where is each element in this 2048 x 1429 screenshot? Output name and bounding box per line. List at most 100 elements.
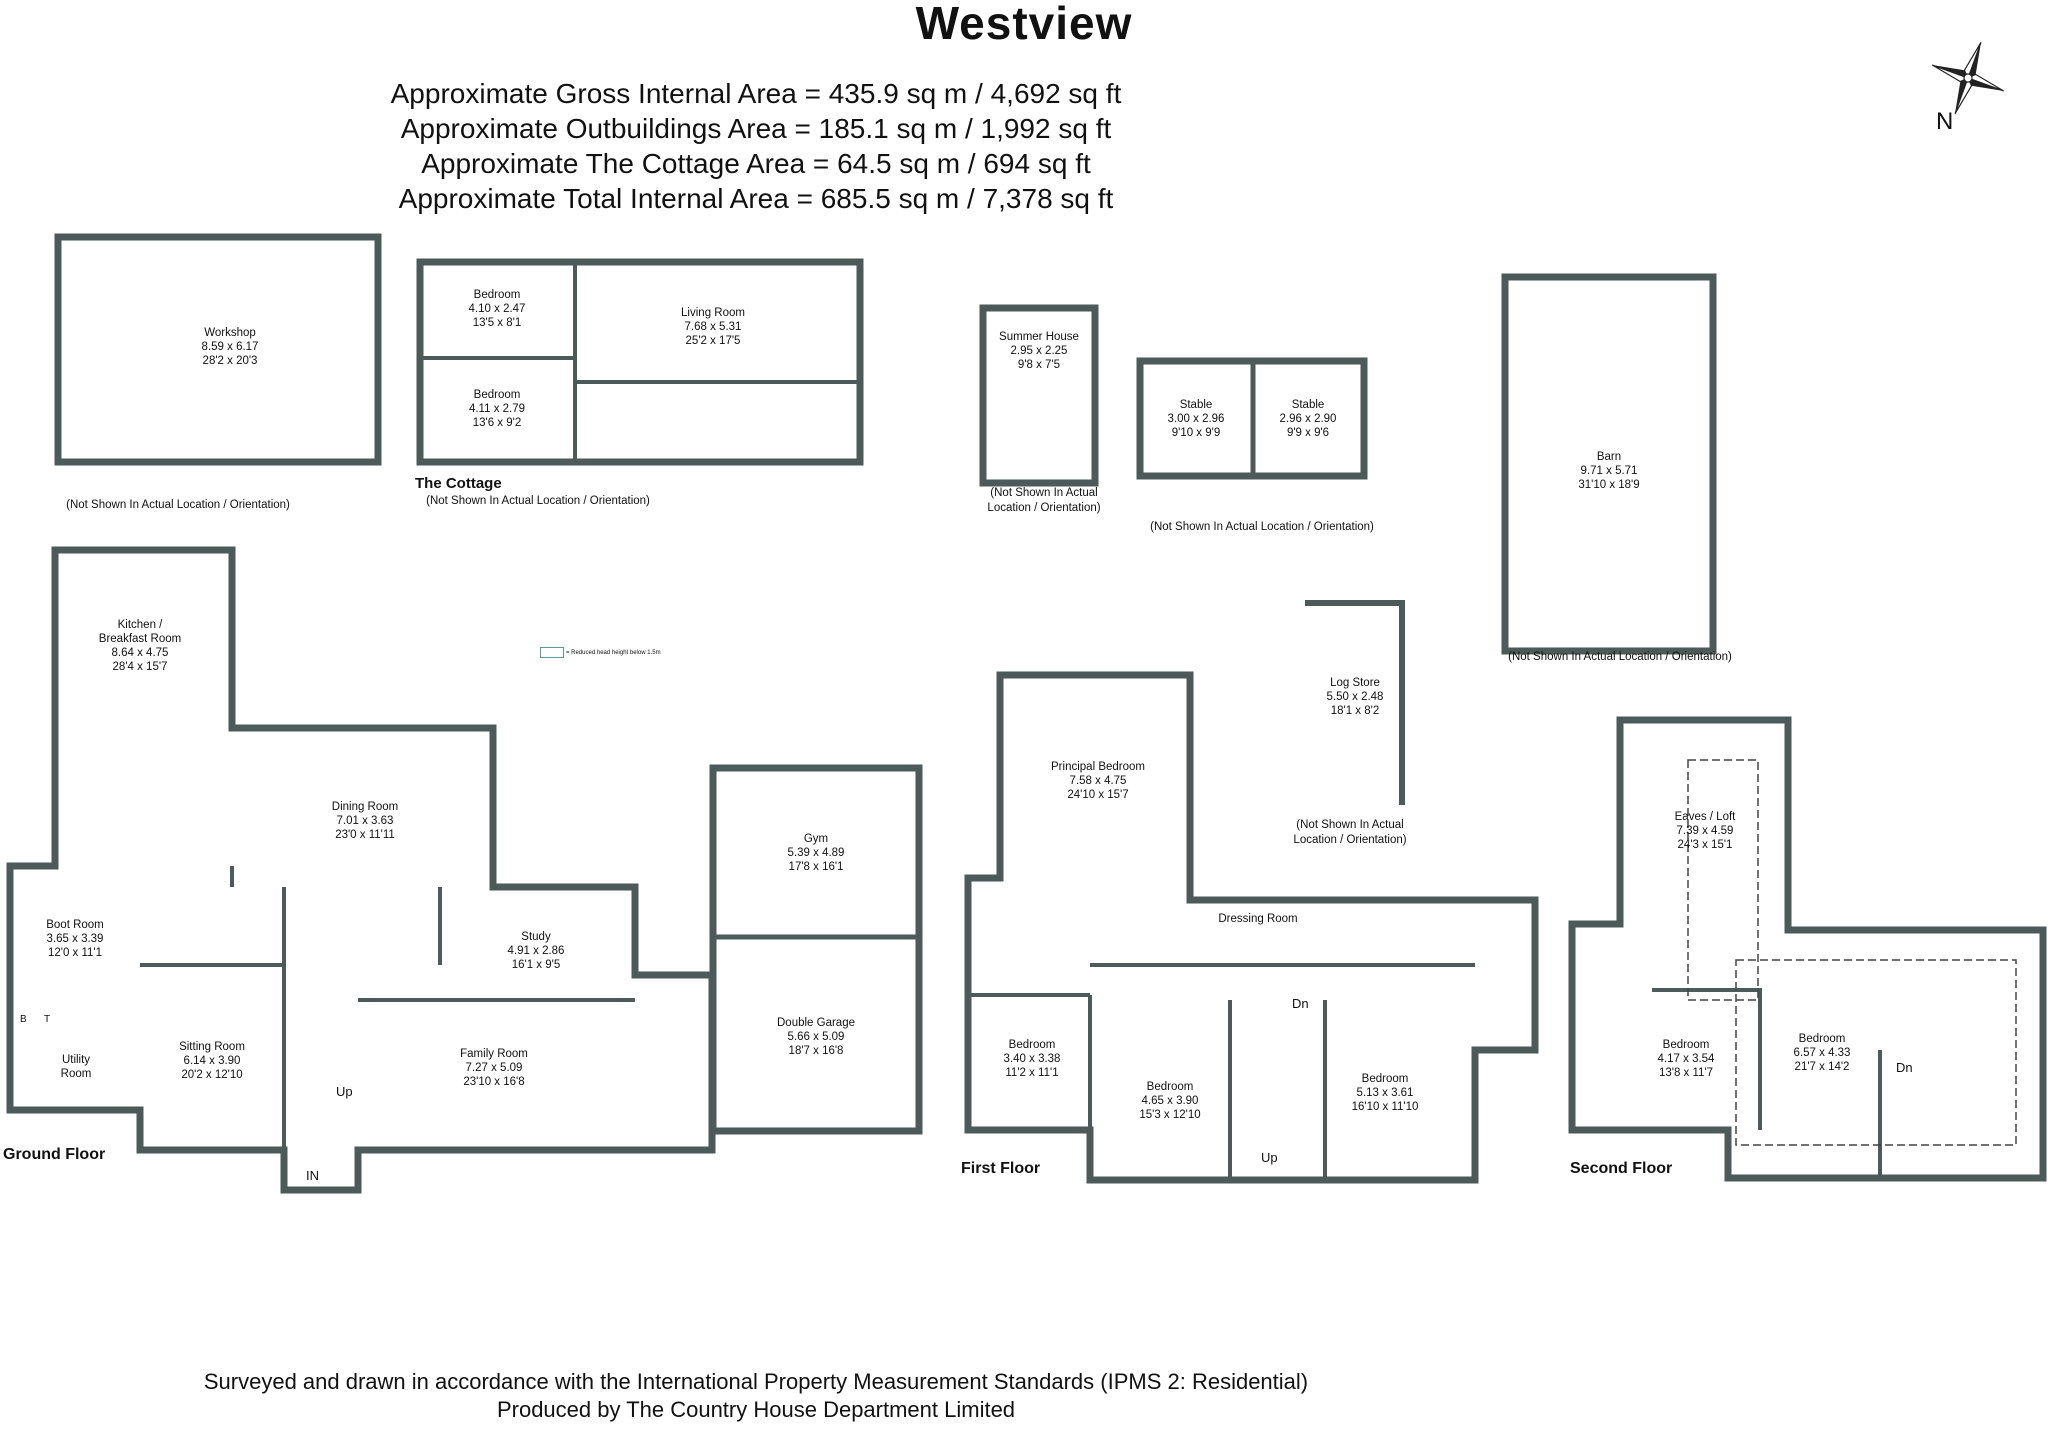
room-principal-bedroom: Principal Bedroom 7.58 x 4.75 24'10 x 15… xyxy=(1051,760,1145,802)
cottage-walls xyxy=(416,258,864,466)
tank-mark: T xyxy=(44,1014,51,1025)
room-imperial: 16'10 x 11'10 xyxy=(1351,1101,1419,1113)
room-imperial: 25'2 x 17'5 xyxy=(685,335,741,347)
room-metric: 3.65 x 3.39 xyxy=(46,933,104,945)
room-imperial: 18'1 x 8'2 xyxy=(1330,705,1380,717)
room-imperial: 13'8 x 11'7 xyxy=(1658,1067,1714,1079)
second-floor-walls xyxy=(1568,716,2047,1182)
room-metric: 5.39 x 4.89 xyxy=(787,847,845,859)
room-name: Bedroom xyxy=(1662,1039,1710,1051)
room-imperial: 18'7 x 16'8 xyxy=(788,1045,844,1057)
room-second-bedroom-b: Bedroom 6.57 x 4.33 21'7 x 14'2 xyxy=(1794,1032,1851,1074)
room-name: Gym xyxy=(803,833,829,845)
room-metric: 8.64 x 4.75 xyxy=(111,647,169,659)
note-line: Location / Orientation) xyxy=(1293,834,1407,846)
room-metric: 4.91 x 2.86 xyxy=(507,945,565,957)
room-imperial: 31'10 x 18'9 xyxy=(1578,479,1640,491)
room-metric: 4.10 x 2.47 xyxy=(468,303,526,315)
room-metric: 3.40 x 3.38 xyxy=(1003,1053,1061,1065)
room-imperial: 28'4 x 15'7 xyxy=(112,661,168,673)
room-name: Summer House xyxy=(999,331,1079,343)
room-name: Bedroom xyxy=(1361,1073,1409,1085)
room-metric: 5.50 x 2.48 xyxy=(1326,691,1384,703)
room-name: Double Garage xyxy=(777,1017,855,1029)
room-metric: 2.96 x 2.90 xyxy=(1279,413,1337,425)
room-name: Room xyxy=(60,1068,92,1080)
room-name: Bedroom xyxy=(473,289,521,301)
room-family: Family Room 7.27 x 5.09 23'10 x 16'8 xyxy=(460,1047,528,1089)
compass-icon xyxy=(1931,41,2005,115)
room-name: Boot Room xyxy=(46,919,104,931)
room-log-store: Log Store 5.50 x 2.48 18'1 x 8'2 xyxy=(1327,676,1384,718)
compass-north-label: N xyxy=(1936,108,1954,135)
cottage-location-note: (Not Shown In Actual Location / Orientat… xyxy=(426,495,650,507)
room-name: Workshop xyxy=(204,327,256,339)
log-store-walls xyxy=(1305,600,1405,805)
stairs-up-label: Up xyxy=(336,1084,353,1099)
room-imperial: 23'0 x 11'11 xyxy=(335,829,395,841)
room-imperial: 24'3 x 15'1 xyxy=(1677,839,1733,851)
room-metric: 7.27 x 5.09 xyxy=(465,1062,523,1074)
room-imperial: 24'10 x 15'7 xyxy=(1067,789,1129,801)
summer-house-location-note: (Not Shown In Actual Location / Orientat… xyxy=(987,486,1100,516)
room-second-bedroom-a: Bedroom 4.17 x 3.54 13'8 x 11'7 xyxy=(1658,1038,1715,1080)
room-imperial: 15'3 x 12'10 xyxy=(1139,1109,1201,1121)
cottage-label: The Cottage xyxy=(415,475,502,492)
room-name: Dressing Room xyxy=(1218,913,1298,925)
room-name: Barn xyxy=(1596,451,1622,463)
room-imperial: 11'2 x 11'1 xyxy=(1005,1067,1059,1079)
footer-producer: Produced by The Country House Department… xyxy=(496,1397,1016,1422)
note-line: (Not Shown In Actual xyxy=(1296,819,1404,831)
room-name: Bedroom xyxy=(1146,1081,1194,1093)
room-imperial: 9'10 x 9'9 xyxy=(1171,427,1221,439)
room-imperial: 16'1 x 9'5 xyxy=(511,959,561,971)
second-floor-label: Second Floor xyxy=(1570,1160,1673,1177)
room-name: Utility xyxy=(61,1054,91,1066)
cottage-partition xyxy=(420,262,860,462)
stable-location-note: (Not Shown In Actual Location / Orientat… xyxy=(1150,521,1374,533)
room-imperial: 9'9 x 9'6 xyxy=(1286,427,1330,439)
barn-location-note: (Not Shown In Actual Location / Orientat… xyxy=(1508,651,1732,663)
room-imperial: 13'6 x 9'2 xyxy=(472,417,522,429)
room-metric: 7.68 x 5.31 xyxy=(684,321,742,333)
room-name: Study xyxy=(521,931,551,943)
room-name: Principal Bedroom xyxy=(1051,761,1145,773)
room-metric: 6.57 x 4.33 xyxy=(1793,1047,1851,1059)
room-name: Dining Room xyxy=(331,801,399,813)
room-name: Family Room xyxy=(460,1048,528,1060)
room-barn: Barn 9.71 x 5.71 31'10 x 18'9 xyxy=(1578,450,1639,492)
entrance-label: IN xyxy=(306,1168,319,1183)
first-floor-label: First Floor xyxy=(961,1160,1041,1177)
room-name: Kitchen / xyxy=(117,619,163,631)
room-metric: 8.59 x 6.17 xyxy=(201,341,259,353)
room-workshop: Workshop 8.59 x 6.17 28'2 x 20'3 xyxy=(202,326,259,368)
room-imperial: 20'2 x 12'10 xyxy=(181,1069,243,1081)
room-cottage-bedroom-1: Bedroom 4.10 x 2.47 13'5 x 8'1 xyxy=(469,288,526,330)
room-metric: 6.14 x 3.90 xyxy=(183,1055,241,1067)
room-stable-2: Stable 2.96 x 2.90 9'9 x 9'6 xyxy=(1280,398,1337,440)
room-imperial: 28'2 x 20'3 xyxy=(202,355,258,367)
note-line: (Not Shown In Actual xyxy=(990,487,1098,499)
room-imperial: 23'10 x 16'8 xyxy=(463,1076,525,1088)
room-name: Living Room xyxy=(681,307,745,319)
stairs-up-label: Up xyxy=(1261,1150,1278,1165)
barn-walls xyxy=(1501,273,1717,655)
room-metric: 7.58 x 4.75 xyxy=(1069,775,1127,787)
room-name: Breakfast Room xyxy=(98,633,182,645)
footer-standards: Surveyed and drawn in accordance with th… xyxy=(203,1369,1309,1394)
room-gym: Gym 5.39 x 4.89 17'8 x 16'1 xyxy=(788,832,845,874)
ground-floor-walls xyxy=(6,546,716,1194)
ground-floor-label: Ground Floor xyxy=(3,1146,106,1163)
room-first-bedroom-a: Bedroom 3.40 x 3.38 11'2 x 11'1 xyxy=(1004,1038,1061,1080)
legend-text: = Reduced head height below 1.5m xyxy=(566,650,661,657)
room-metric: 4.65 x 3.90 xyxy=(1141,1095,1199,1107)
note-line: Location / Orientation) xyxy=(987,502,1101,514)
room-metric: 4.17 x 3.54 xyxy=(1657,1053,1715,1065)
room-dressing: Dressing Room xyxy=(1218,912,1297,926)
stairs-down-label: Dn xyxy=(1292,996,1309,1011)
room-metric: 7.01 x 3.63 xyxy=(336,815,394,827)
gross-internal-area: Approximate Gross Internal Area = 435.9 … xyxy=(390,78,1122,109)
log-store-location-note: (Not Shown In Actual Location / Orientat… xyxy=(1293,818,1406,848)
room-cottage-living: Living Room 7.68 x 5.31 25'2 x 17'5 xyxy=(681,306,745,348)
room-first-bedroom-b: Bedroom 4.65 x 3.90 15'3 x 12'10 xyxy=(1139,1080,1200,1122)
